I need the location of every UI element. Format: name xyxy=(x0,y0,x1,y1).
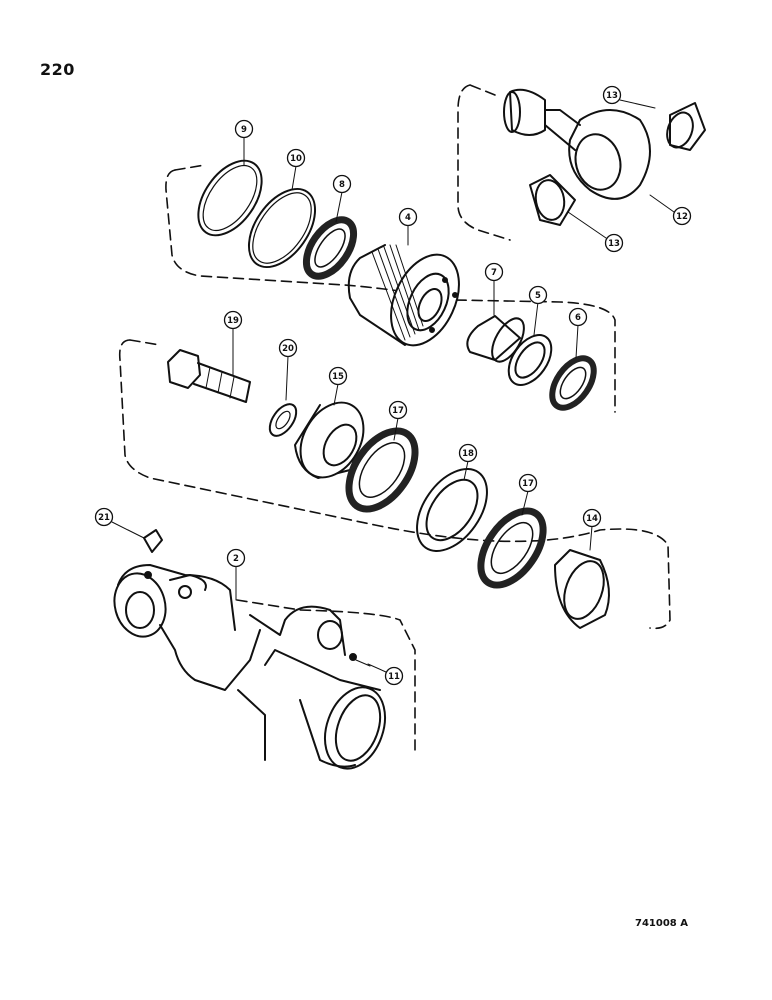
callout-circle-14 xyxy=(582,508,602,528)
callout-13-upper: 13 xyxy=(606,91,618,101)
part-5-ring xyxy=(507,334,553,386)
callout-11: 11 xyxy=(388,672,400,682)
callout-18: 18 xyxy=(462,449,474,459)
page-number: 220 xyxy=(40,60,75,79)
callout-14: 14 xyxy=(586,514,598,524)
callout-circle-7 xyxy=(484,262,504,282)
callout-7: 7 xyxy=(491,268,497,278)
callout-17-lower: 17 xyxy=(522,479,534,489)
callout-circle-6 xyxy=(568,307,588,327)
callout-circle-20 xyxy=(278,338,298,358)
part-21-grease-fitting xyxy=(127,529,163,553)
callout-circle-9 xyxy=(234,119,254,139)
callout-circle-8 xyxy=(332,174,352,194)
callout-circle-13-upper xyxy=(602,85,622,105)
callout-17-upper: 17 xyxy=(392,406,404,416)
part-10-backup-ring xyxy=(247,187,317,269)
part-19-bolt xyxy=(167,349,251,403)
callout-15: 15 xyxy=(332,372,344,382)
leader-lines xyxy=(111,99,675,673)
callout-19: 19 xyxy=(227,316,239,326)
callout-circle-13-lower xyxy=(604,233,624,253)
figure-code: 741008 A xyxy=(635,918,688,929)
part-11-set-screw xyxy=(349,653,371,667)
callout-circles xyxy=(94,85,692,686)
callout-circle-17-upper xyxy=(388,400,408,420)
callout-circle-19 xyxy=(223,310,243,330)
part-15-piston xyxy=(294,401,365,479)
part-7-bushing xyxy=(466,315,525,363)
callout-circle-18 xyxy=(458,443,478,463)
callout-5: 5 xyxy=(535,291,541,301)
callout-circle-11 xyxy=(384,666,404,686)
part-17-seal-lower xyxy=(477,507,547,589)
callout-circle-5 xyxy=(528,285,548,305)
callout-circle-4 xyxy=(398,207,418,227)
callout-circle-10 xyxy=(286,148,306,168)
part-18-wear-ring xyxy=(416,468,488,552)
callout-circle-21 xyxy=(94,507,114,527)
callout-2: 2 xyxy=(233,554,239,564)
callout-circle-17-lower xyxy=(518,473,538,493)
part-13-bushing-lower xyxy=(529,174,576,226)
part-17-seal-upper xyxy=(345,427,419,513)
callout-labels: 2 4 5 6 7 8 9 10 11 12 13 13 14 15 17 17… xyxy=(98,91,688,682)
callout-9: 9 xyxy=(241,125,247,135)
callout-21: 21 xyxy=(98,513,110,523)
callout-12: 12 xyxy=(676,212,688,222)
part-12-rod-eye xyxy=(503,88,651,200)
callout-circle-12 xyxy=(672,206,692,226)
callout-6: 6 xyxy=(575,313,581,323)
part-8-seal xyxy=(302,216,358,280)
part-14-nut xyxy=(554,549,610,629)
part-20-washer xyxy=(268,403,298,437)
callout-10: 10 xyxy=(290,154,302,164)
callout-20: 20 xyxy=(282,344,294,354)
part-9-o-ring xyxy=(197,159,263,237)
callout-4: 4 xyxy=(405,213,411,223)
callout-13-lower: 13 xyxy=(608,239,620,249)
part-4-gland xyxy=(347,244,460,347)
callout-8: 8 xyxy=(339,180,345,190)
callout-circle-2 xyxy=(226,548,246,568)
callout-circle-15 xyxy=(328,366,348,386)
part-2-cylinder-barrel xyxy=(113,564,386,770)
part-13-bushing-upper xyxy=(666,102,706,151)
part-6-seal xyxy=(549,355,597,411)
